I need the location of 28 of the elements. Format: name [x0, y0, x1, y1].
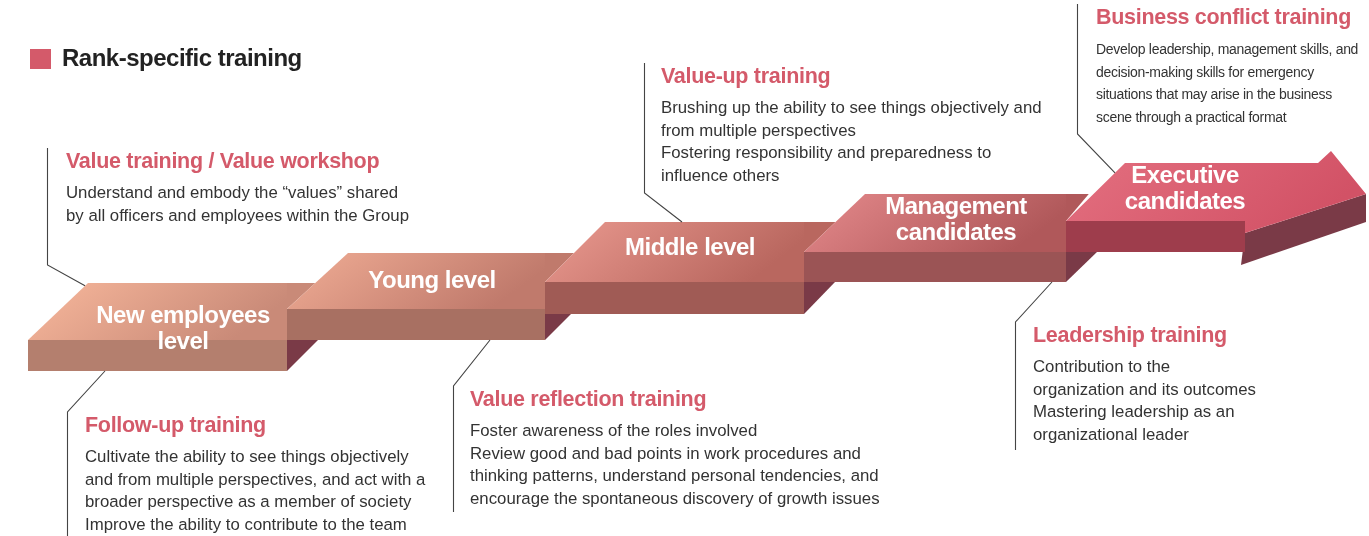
- step-label: Middle level: [623, 234, 756, 260]
- step-label: Management candidates: [884, 193, 1028, 245]
- leader-line: [1014, 281, 1053, 451]
- training-description: Foster awareness of the roles involved: [470, 420, 759, 442]
- leader-line: [46, 147, 86, 287]
- training-description: Cultivate the ability to see things objectively and from multiple perspectives, and act with a broader perspective as a member of society: [85, 446, 427, 513]
- training-heading: Value reflection training: [470, 386, 708, 412]
- training-description: Brushing up the ability to see things objectively and from multiple perspectives: [661, 97, 1043, 142]
- step-label: Executive candidates: [1123, 162, 1247, 214]
- training-description: Fostering responsibility and preparedness to influence others: [661, 142, 993, 187]
- step-label: New employees level: [95, 302, 271, 354]
- leader-line: [1076, 3, 1116, 174]
- training-description: Improve the ability to contribute to the team: [85, 513, 408, 536]
- title: Rank-specific training: [62, 44, 302, 72]
- leader-line: [643, 62, 683, 223]
- training-heading: Follow-up training: [85, 412, 267, 438]
- training-description: Review good and bad points in work procedures and thinking patterns, understand personal tendencies, and encourage the spontaneous discovery of growth issues: [470, 442, 881, 510]
- training-heading: Value-up training: [661, 63, 832, 89]
- training-description: Understand and embody the “values” shared by all officers and employees within the Group: [66, 182, 410, 227]
- training-description: Mastering leadership as an organizational leader: [1033, 401, 1236, 446]
- training-heading: Leadership training: [1033, 322, 1228, 348]
- training-description: Develop leadership, management skills, and decision-making skills for emergency situations that may arise in the business scene through a practical format: [1096, 40, 1360, 127]
- training-heading: Value training / Value workshop: [66, 148, 381, 174]
- leader-line: [66, 370, 106, 536]
- training-description: Contribution to the organization and its outcomes: [1033, 356, 1257, 401]
- training-heading: Business conflict training: [1096, 4, 1353, 30]
- step-label: Young level: [367, 267, 497, 293]
- leader-line: [452, 339, 491, 513]
